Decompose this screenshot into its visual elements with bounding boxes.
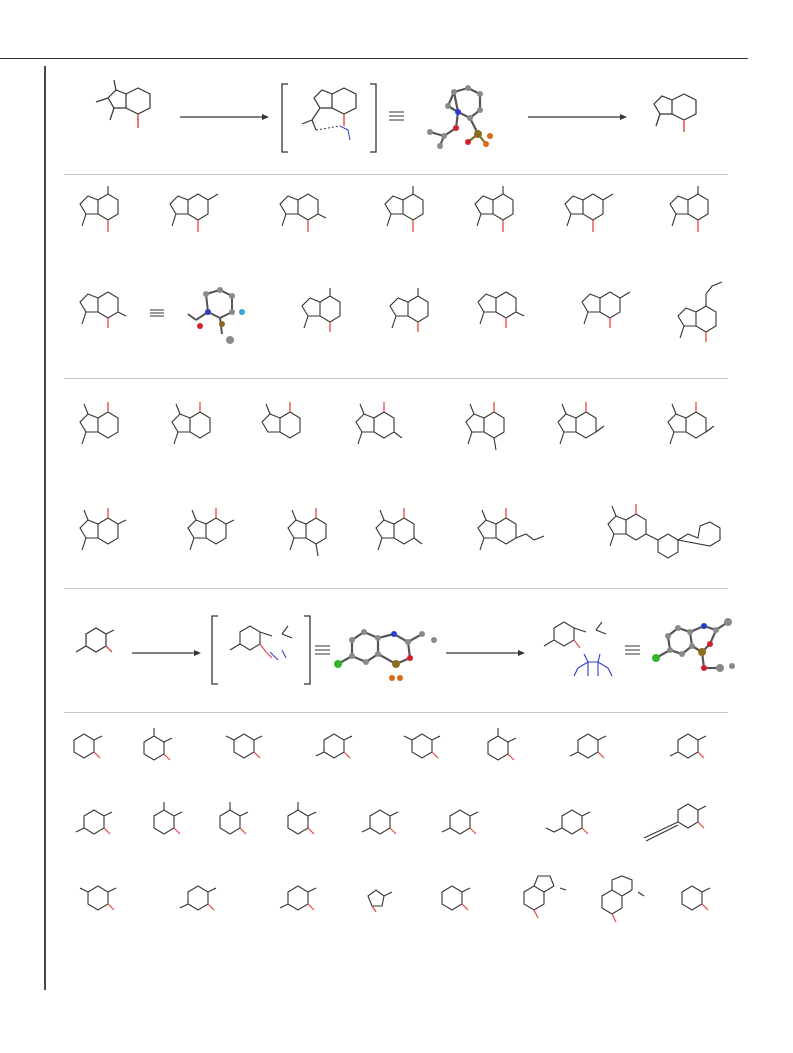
arene-product-complex xyxy=(543,621,613,677)
bracket-left-1 xyxy=(281,83,288,153)
section-divider-4 xyxy=(64,712,728,713)
left-margin-rule xyxy=(44,66,46,990)
crystal-structure-1 xyxy=(427,85,493,149)
indole-scope-row4 xyxy=(79,504,721,559)
equivalence-sign-2 xyxy=(315,645,330,655)
arene-scope-grid xyxy=(73,728,711,923)
reaction-arrow-2 xyxy=(528,114,627,120)
crystal-structure-3 xyxy=(652,618,735,672)
crystal-structure-2 xyxy=(334,629,437,681)
indole-scope-row3 xyxy=(79,402,715,451)
arene-intermediate xyxy=(229,625,293,661)
section-divider-2 xyxy=(64,378,728,379)
arene-starting-material xyxy=(75,627,115,653)
bracket-right-2 xyxy=(304,615,311,685)
reaction-arrow-1 xyxy=(180,114,269,120)
indole-intermediate xyxy=(301,87,357,141)
reaction-arrow-4 xyxy=(446,650,525,656)
bracket-left-2 xyxy=(211,615,218,685)
top-rule xyxy=(0,58,748,59)
indole-scope-row2 xyxy=(79,281,723,344)
section-divider-3 xyxy=(64,588,728,589)
equivalence-sign-1 xyxy=(389,111,404,121)
equivalence-sign-3 xyxy=(625,645,640,655)
section-divider-1 xyxy=(64,174,728,175)
bracket-right-1 xyxy=(370,83,377,153)
indole-starting-material xyxy=(95,79,151,128)
indole-scope-row1 xyxy=(79,186,709,232)
reaction-arrow-3 xyxy=(132,650,201,656)
indole-product xyxy=(653,93,697,132)
